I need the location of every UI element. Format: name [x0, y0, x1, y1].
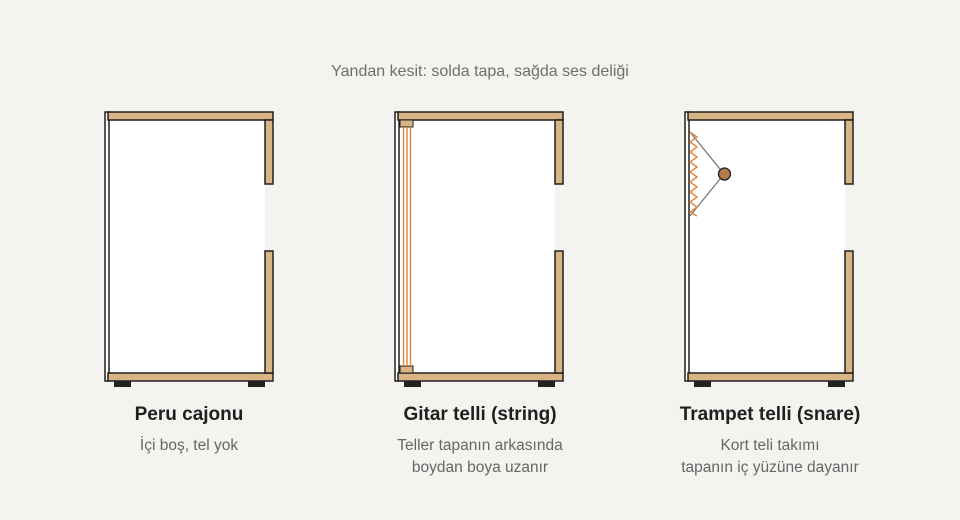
string-block-bottom [399, 365, 414, 374]
foot-left [404, 381, 421, 387]
description-line: Teller tapanın arkasında [397, 437, 563, 454]
panel-caption-string: Gitar telli (string) Teller tapanın arka… [340, 404, 620, 479]
bottom-panel [687, 372, 854, 382]
snare-wire [688, 131, 699, 217]
back-panel-upper [554, 119, 564, 185]
back-panel-lower [264, 250, 274, 374]
panel-description: Teller tapanın arkasında boydan boya uza… [340, 435, 620, 479]
panel-caption-snare: Trampet telli (snare) Kort teli takımı t… [630, 404, 910, 479]
snare-tension-screw [717, 167, 732, 181]
cajon-interior [108, 120, 265, 373]
description-line: Kort teli takımı [720, 437, 820, 454]
panel-description: İçi boş, tel yok [49, 435, 329, 457]
description-line: tapanın iç yüzüne dayanır [681, 459, 859, 476]
string-block-top [399, 119, 414, 128]
snare-arm-lower [689, 173, 725, 217]
top-panel [397, 111, 564, 121]
bottom-panel [107, 372, 274, 382]
cajon-string [394, 111, 564, 387]
diagram-subtitle: Yandan kesit: solda tapa, sağda ses deli… [331, 63, 629, 80]
back-panel-lower [554, 250, 564, 374]
panel-title: Peru cajonu [134, 404, 244, 425]
back-panel-upper [844, 119, 854, 185]
snare-arm-upper [689, 131, 725, 175]
foot-left [114, 381, 131, 387]
panel-caption-peru: Peru cajonu İçi boş, tel yok [49, 404, 329, 457]
foot-left [694, 381, 711, 387]
foot-right [248, 381, 265, 387]
cajon-interior [398, 120, 555, 373]
foot-right [538, 381, 555, 387]
tapa-front-plate [104, 111, 110, 382]
foot-right [828, 381, 845, 387]
back-panel-upper [264, 119, 274, 185]
panel-title: Trampet telli (snare) [679, 404, 861, 425]
tapa-front-plate [684, 111, 690, 382]
top-panel [107, 111, 274, 121]
description-line: boydan boya uzanır [411, 459, 549, 476]
cajon-snare [684, 111, 854, 387]
description-line: İçi boş, tel yok [139, 437, 239, 454]
bottom-panel [397, 372, 564, 382]
tapa-front-plate [394, 111, 400, 382]
back-panel-lower [844, 250, 854, 374]
cajon-peru [104, 111, 274, 387]
panel-description: Kort teli takımı tapanın iç yüzüne dayan… [630, 435, 910, 479]
panel-title: Gitar telli (string) [403, 404, 557, 425]
top-panel [687, 111, 854, 121]
